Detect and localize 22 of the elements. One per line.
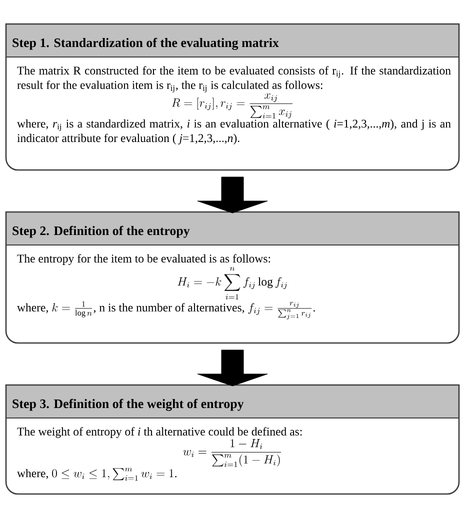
block-arrow bbox=[197, 176, 268, 214]
body-text: where, r$_{ij}$ is a standardized matrix, i is an evaluation alternative ( i=1,2,3,...,m), and j is an indicator attribute for evaluation ( j=1,2,3,...,n). bbox=[17, 119, 451, 144]
step-box bbox=[5, 384, 460, 495]
formula: $R = [r_{ij}], r_{ij} = \frac{x_{ij}}{\textstyle\sum_{i=1}^{m} x_{ij}}$ bbox=[172, 93, 293, 118]
node-label: , n is the number of alternatives, bbox=[94, 303, 244, 314]
body-text: The entropy for the item to be evaluated is as follows: bbox=[17, 254, 270, 265]
node-label: $f_{ij} = \frac{r_{ij}}{\sum_{j=1}^{n} r_{ij}}$ bbox=[248, 302, 312, 320]
body-text: where, $0 \le w_i \le 1, \sum_{i=1}^{m} w_i = 1$. bbox=[17, 468, 176, 481]
formula: $H_i = -k \sum_{i=1}^{n} f_{ij} \log f_{ij}$ bbox=[178, 267, 287, 300]
step-heading: Step 1. Standardization of the evaluating matrix bbox=[12, 38, 279, 50]
node-label: $k = \frac{1}{\log n}$ bbox=[52, 301, 92, 318]
body-text: The matrix R constructed for the item to be evaluated consists of r$_{ij}$. If the standardization result for the evaluation item is r$_{ij}$, the r$_{ij}$ is calculated as follows: bbox=[17, 66, 451, 92]
step-heading: Step 2. Definition of the entropy bbox=[12, 226, 190, 238]
step-box bbox=[5, 23, 460, 171]
block-arrow bbox=[197, 350, 268, 386]
node-label: where, bbox=[17, 303, 48, 314]
formula: $w_i = \frac{1 - H_i}{\textstyle\sum_{i=1}^{m} (1 - H_i)}$ bbox=[183, 439, 281, 467]
step-box bbox=[5, 211, 460, 344]
body-text: where, $k = \frac{1}{\log n}$, n is the number of alternatives, $f_{ij} = \frac{r_{ij}}{\sum_{j=1}^{n} r_{ij}}$ . bbox=[17, 301, 315, 320]
body-text: The weight of entropy of i th alternative could be defined as: bbox=[17, 427, 302, 438]
node-label: . bbox=[314, 310, 315, 312]
step-heading: Step 3. Definition of the weight of entropy bbox=[12, 398, 244, 411]
